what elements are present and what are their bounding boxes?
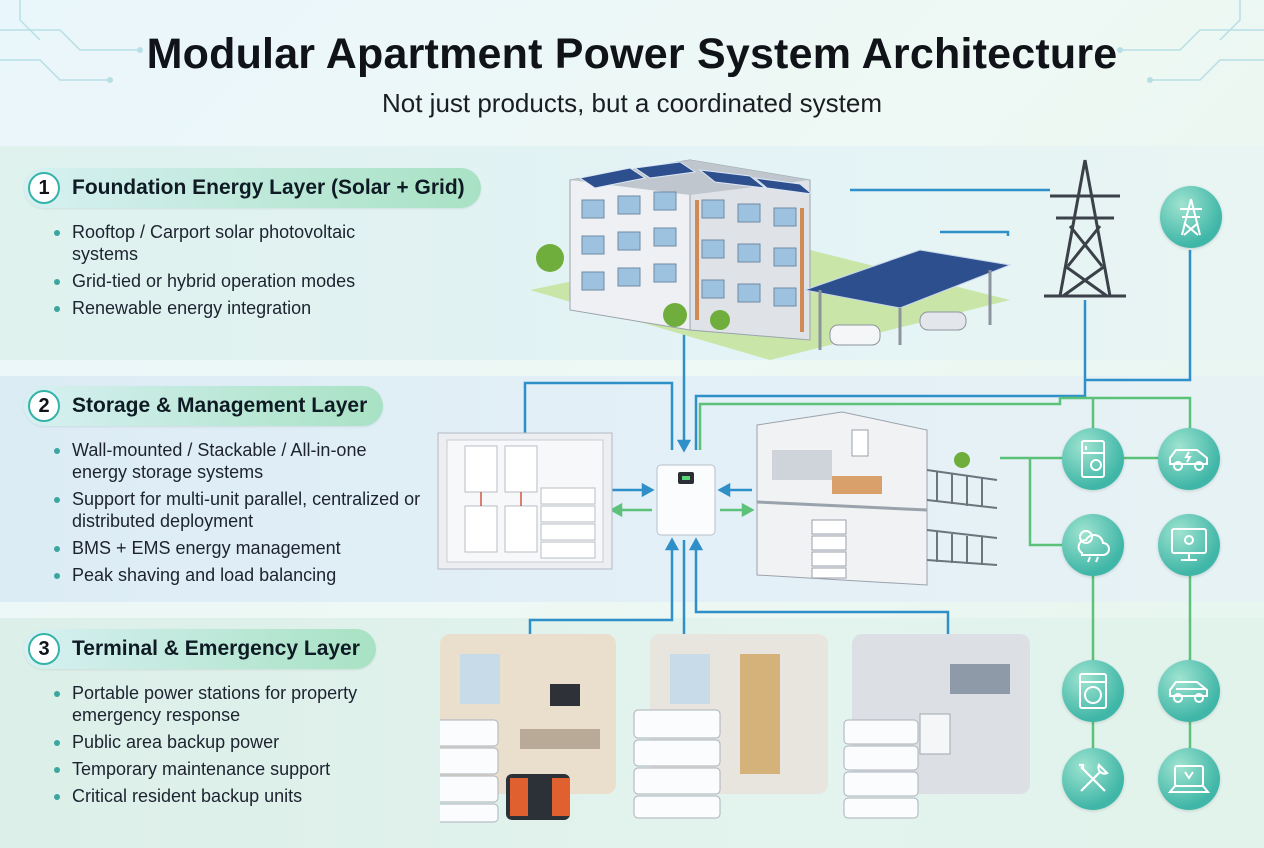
washing-machine-icon: [1062, 660, 1124, 722]
layer-2-bullets: Wall-mounted / Stackable / All-in-one en…: [54, 439, 424, 591]
central-inverter-unit: [656, 464, 716, 536]
page-title: Modular Apartment Power System Architect…: [146, 30, 1118, 78]
tools-icon: [1062, 748, 1124, 810]
list-item: Grid-tied or hybrid operation modes: [54, 270, 424, 292]
wall-storage-cabinet-illustration: [437, 432, 613, 570]
list-item: Wall-mounted / Stackable / All-in-one en…: [54, 439, 424, 483]
transmission-tower-icon: [1160, 186, 1222, 248]
layer-1-bullets: Rooftop / Carport solar photovoltaic sys…: [54, 221, 424, 324]
apartment-cutaway-illustration: [756, 411, 998, 586]
layer-1-title: Foundation Energy Layer (Solar + Grid): [72, 176, 465, 199]
list-item: Critical resident backup units: [54, 785, 424, 807]
apartment-building-solar-illustration: [530, 159, 1012, 360]
weather-icon: [1062, 514, 1124, 576]
list-item: Renewable energy integration: [54, 297, 424, 319]
layer-2-heading: 2 Storage & Management Layer: [24, 386, 384, 426]
layer-3-bullets: Portable power stations for property eme…: [54, 682, 424, 812]
terminal-scenes-illustration: [440, 634, 1030, 823]
layer-1-heading: 1 Foundation Energy Layer (Solar + Grid): [24, 168, 481, 208]
laptop-icon: [1158, 748, 1220, 810]
layer-1-number: 1: [28, 172, 60, 204]
list-item: Rooftop / Carport solar photovoltaic sys…: [54, 221, 424, 265]
layer-3-number: 3: [28, 633, 60, 665]
layer-2-title: Storage & Management Layer: [72, 394, 368, 417]
list-item: Temporary maintenance support: [54, 758, 424, 780]
list-item: Peak shaving and load balancing: [54, 564, 424, 586]
list-item: Public area backup power: [54, 731, 424, 753]
refrigerator-icon: [1062, 428, 1124, 490]
monitor-icon: [1158, 514, 1220, 576]
layer-2-number: 2: [28, 390, 60, 422]
car-icon: [1158, 660, 1220, 722]
list-item: BMS + EMS energy management: [54, 537, 424, 559]
circuit-decoration: [0, 0, 1264, 83]
page-subtitle: Not just products, but a coordinated sys…: [381, 88, 883, 118]
list-item: Support for multi-unit parallel, central…: [54, 488, 424, 532]
layer-3-heading: 3 Terminal & Emergency Layer: [24, 629, 376, 669]
electric-car-icon: [1158, 428, 1220, 490]
layer-3-title: Terminal & Emergency Layer: [72, 637, 360, 660]
list-item: Portable power stations for property eme…: [54, 682, 424, 726]
transmission-tower-illustration: [1044, 159, 1126, 298]
